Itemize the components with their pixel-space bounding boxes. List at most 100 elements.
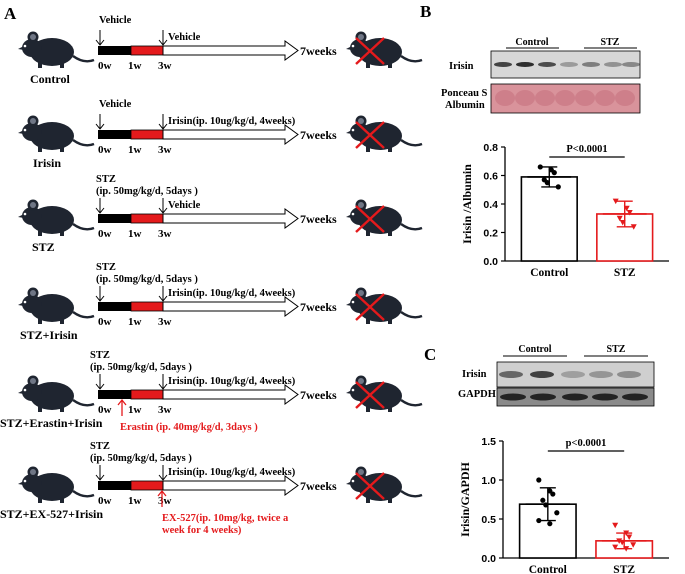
start-arrow-head [95,295,105,302]
blot-band [615,90,635,106]
blot-band [560,62,578,67]
treatment-label: Vehicle [168,200,201,211]
data-point [544,180,550,186]
data-point [626,210,633,216]
phase-red-bar [130,129,164,140]
tick-label: 0w [98,144,112,156]
phase-red-bar [130,389,164,400]
red-cross-icon [355,472,385,500]
p-value: P<0.0001 [566,144,607,155]
group-name: STZ [32,240,55,254]
mouse-icon [16,30,96,70]
phase-black-bar [98,214,131,223]
treatment-label: Irisin(ip. 10ug/kg/d, 4weeks) [168,116,296,127]
end-label: 7weeks [300,128,337,142]
tick-label: 1w [128,495,142,507]
data-point [626,534,633,540]
start-label: STZ [96,262,116,273]
group-name: STZ+Erastin+Irisin [0,416,103,430]
treatment-label: Irisin(ip. 10ug/kg/d, 4weeks) [168,467,296,478]
panel-label-b: B [420,2,431,21]
tick-label: 0w [98,228,112,240]
blot-band [575,90,595,106]
y-tick-label: 0.5 [481,514,496,526]
blot-band [530,393,556,401]
data-point [551,170,557,176]
start-label: STZ [90,441,110,452]
tick-label: 3w [158,316,172,328]
blot-band [515,90,535,106]
phase-black-bar [98,130,131,139]
irisin-blot [496,361,655,388]
start-arrow-head [95,474,105,481]
tick-label: 0w [98,60,112,72]
blot-row-label: Albumin [445,100,485,111]
timeline-arrow [162,208,299,229]
tick-label: 1w [128,144,142,156]
blot-band [622,393,648,401]
timeline-arrow [162,296,299,317]
y-tick-label: 0.0 [481,553,496,565]
data-point [536,517,542,524]
group-name: STZ+Irisin [20,328,78,342]
blot-row-label: Irisin [449,61,474,72]
data-point [543,502,549,508]
start-dose-label: (ip. 50mg/kg/d, 5days ) [96,274,198,285]
blot-band [494,62,512,67]
data-point [612,198,619,205]
p-value: p<0.0001 [566,438,607,449]
start-label: STZ [96,174,116,185]
irisin-blot [490,50,641,79]
treatment-label: Vehicle [168,32,201,43]
start-dose-label: (ip. 50mg/kg/d, 5days ) [96,186,198,197]
timeline-arrow [162,40,299,61]
treatment-label: Irisin(ip. 10ug/kg/d, 4weeks) [168,288,296,299]
panel-label-c: C [424,345,436,364]
y-axis-label: Irisin/GAPDH [458,461,472,536]
treatment-arrow-head [158,207,168,214]
x-tick-label: STZ [614,267,636,279]
data-point [536,477,542,483]
red-cross-icon [355,293,385,321]
blot-band [500,393,526,401]
blot-group-label: Control [515,37,548,48]
blot-band [622,62,640,67]
blot-band [604,62,622,67]
tick-label: 3w [158,60,172,72]
start-dose-label: (ip. 50mg/kg/d, 5days ) [90,453,192,464]
data-point [623,205,630,212]
data-point [623,546,630,552]
y-tick-label: 0.4 [483,199,498,211]
tick-label: 0w [98,404,112,416]
timeline-arrow [162,475,299,496]
panel-label-a: A [4,4,17,23]
blot-band [535,90,555,106]
group-name: STZ+EX-527+Irisin [0,507,103,521]
y-axis-label: Irisin /Albumin [460,164,474,244]
bar [520,176,578,262]
start-label: Vehicle [99,15,132,26]
inhibitor-label: week for 4 weeks) [162,525,242,536]
data-point [554,510,560,516]
mouse-icon [16,286,96,326]
blot-band [589,371,613,378]
red-cross-icon [355,37,385,65]
inhibitor-label: Erastin (ip. 40mg/kg/d, 3days ) [120,422,258,433]
blot-row-label: GAPDH [458,389,496,400]
blot-band [595,90,615,106]
phase-black-bar [98,481,131,490]
y-tick-label: 0.0 [483,256,498,268]
tick-label: 1w [128,404,142,416]
tick-label: 0w [98,316,112,328]
data-point [537,164,543,170]
blot-band [561,371,585,378]
x-tick-label: Control [530,267,568,279]
blot-band [538,62,556,67]
blot-row-label: Ponceau S [441,88,488,99]
end-label: 7weeks [300,388,337,402]
